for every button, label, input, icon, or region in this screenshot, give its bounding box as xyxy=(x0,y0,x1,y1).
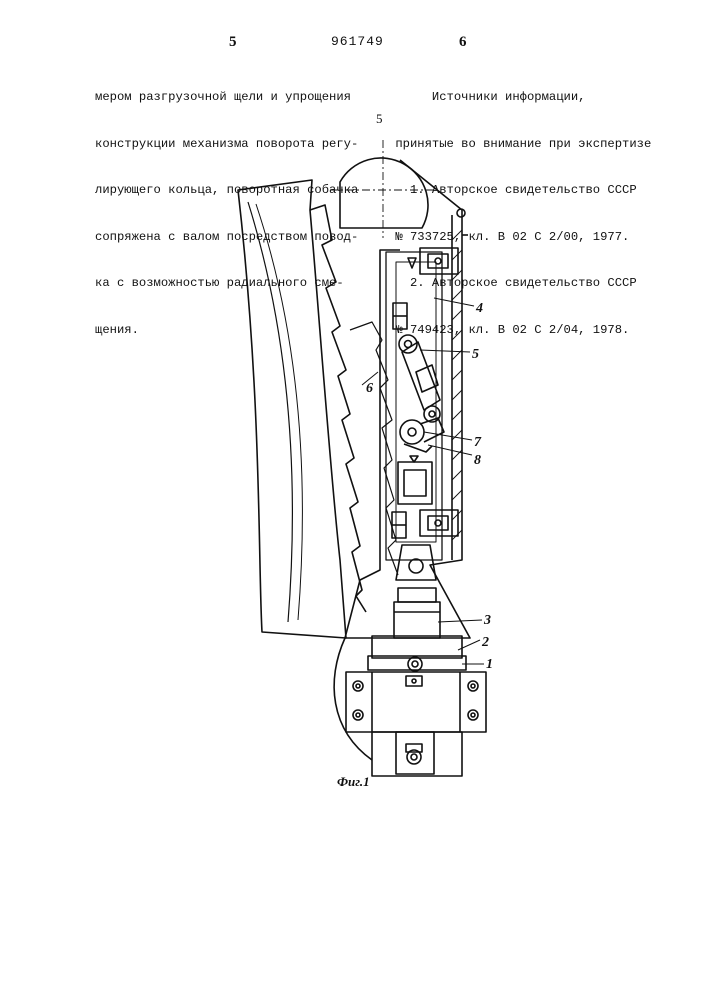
figure-caption: Фиг.1 xyxy=(337,774,370,789)
bearing-housing xyxy=(372,636,462,658)
callout-8: 8 xyxy=(474,453,481,468)
toothed-segment xyxy=(310,205,366,612)
middle-block xyxy=(398,462,432,504)
base-lever xyxy=(334,638,372,760)
shaft xyxy=(398,588,436,602)
crusher-liner-outer xyxy=(238,180,346,638)
callout-1: 1 xyxy=(486,657,493,672)
callout-2: 2 xyxy=(481,635,489,650)
hatched-wall xyxy=(452,230,462,540)
clevis xyxy=(396,545,436,580)
callout-6: 6 xyxy=(366,381,373,396)
pivot-disc xyxy=(340,158,428,228)
callout-3: 3 xyxy=(483,613,491,628)
callout-5: 5 xyxy=(472,347,479,362)
callout-7: 7 xyxy=(474,435,482,450)
crusher-liner-inner xyxy=(248,202,292,622)
callout-4: 4 xyxy=(475,301,483,316)
hydraulic-cylinder xyxy=(399,335,440,422)
